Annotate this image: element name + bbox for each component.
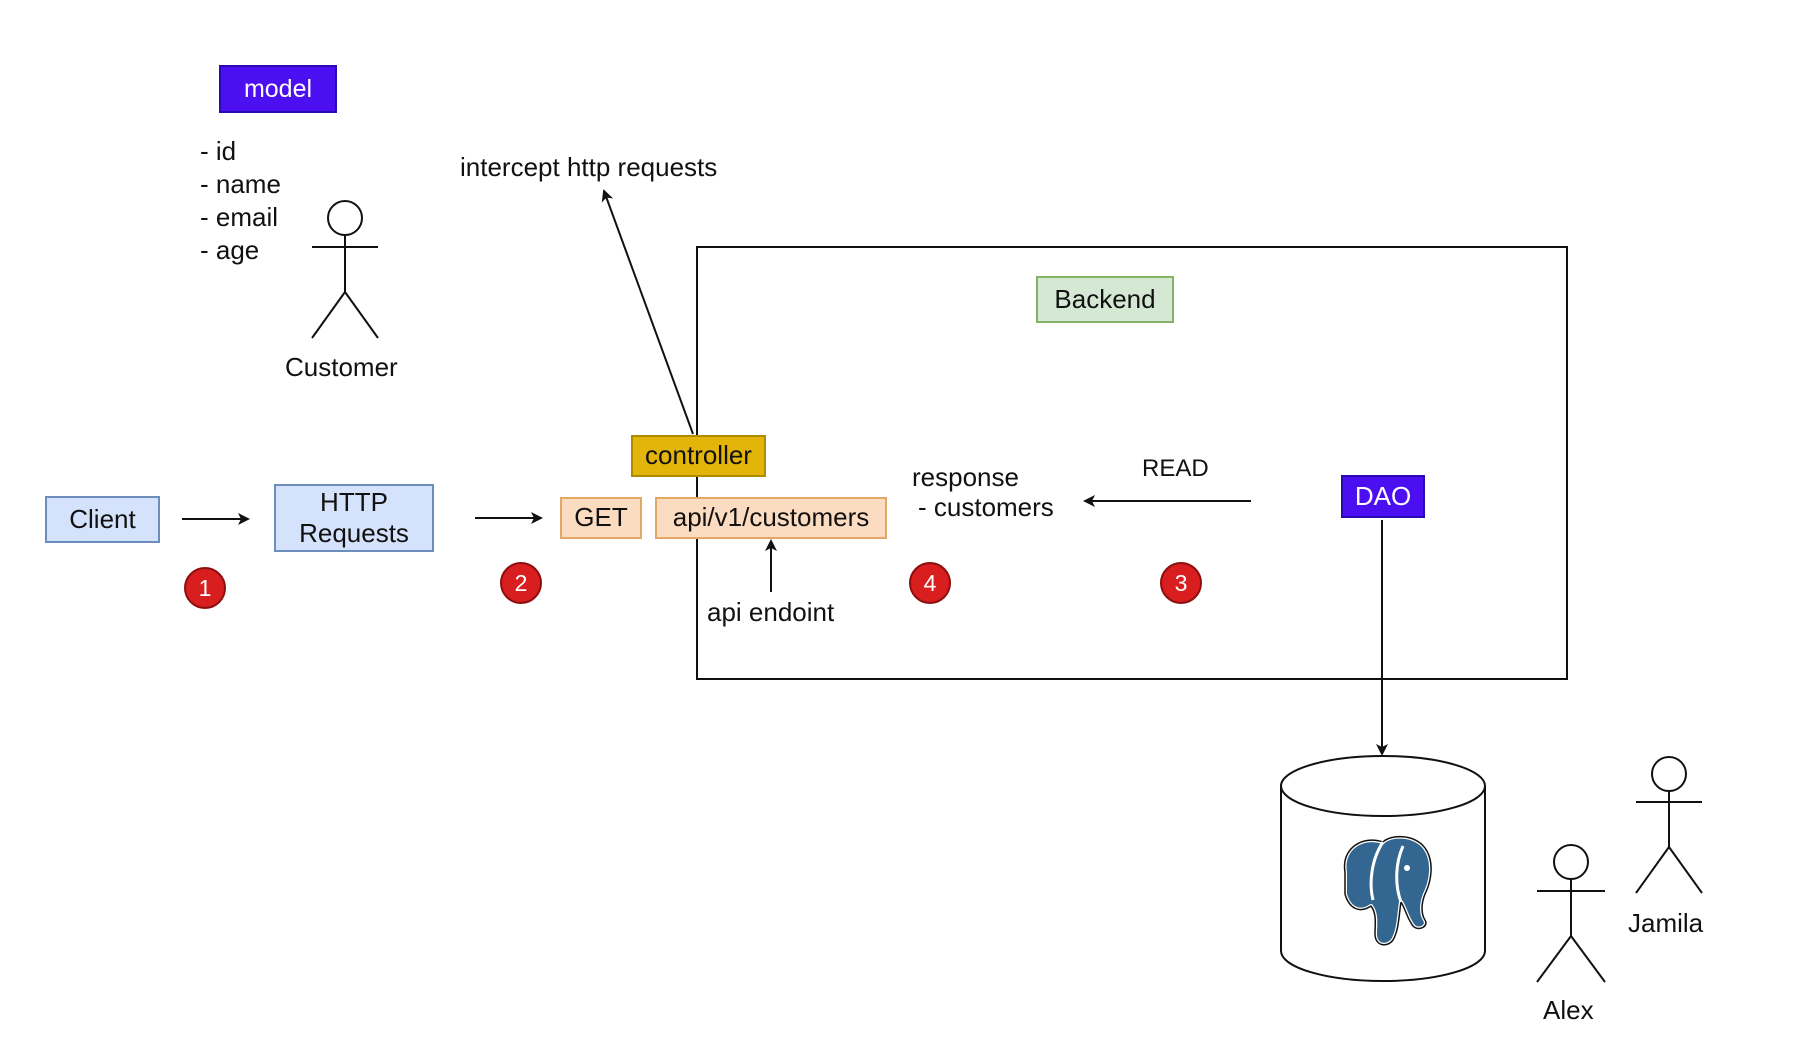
response-annotation-line1: response [912, 462, 1019, 492]
customer-actor-label: Customer [285, 352, 398, 382]
get-method-label: GET [574, 502, 628, 533]
http-requests-label-line2: Requests [299, 518, 409, 548]
backend-label-text: Backend [1054, 283, 1156, 314]
step-badge-1: 1 [184, 567, 226, 609]
model-label: model [219, 65, 337, 113]
controller-label: controller [645, 440, 752, 471]
dao-label: DAO [1354, 480, 1412, 511]
alex-actor-label: Alex [1543, 995, 1594, 1025]
alex-actor-figure [1536, 844, 1606, 983]
attribute-age: - age [200, 235, 260, 265]
endpoint-label: api/v1/customers [672, 502, 870, 533]
jamila-actor-label: Jamila [1628, 908, 1704, 938]
postgresql-elephant-icon [1342, 834, 1433, 947]
client-label: Client [69, 503, 136, 534]
step-badge-2: 2 [500, 562, 542, 604]
http-requests-node: HTTP Requests [274, 484, 434, 552]
arrow-controller-to-intercept [601, 189, 694, 435]
jamila-actor-figure [1635, 756, 1703, 894]
step-badge-4: 4 [909, 562, 951, 604]
response-annotation-line2: - customers [918, 492, 1054, 522]
backend-label: Backend [1036, 276, 1174, 323]
attribute-id: - id [200, 136, 237, 166]
endpoint-node: api/v1/customers [655, 497, 887, 539]
model-attributes: - id - name - email - age [200, 135, 281, 267]
controller-node: controller [631, 435, 766, 477]
get-method-node: GET [560, 497, 642, 539]
client-node: Client [45, 496, 160, 543]
http-requests-label-line1: HTTP [320, 486, 388, 517]
dao-node: DAO [1341, 475, 1425, 518]
attribute-email: - email [200, 202, 279, 232]
api-endpoint-annotation: api endoint [707, 597, 835, 627]
customer-actor-figure [311, 200, 379, 339]
step-badge-3: 3 [1160, 562, 1202, 604]
read-annotation: READ [1142, 455, 1209, 482]
attribute-name: - name [200, 169, 281, 199]
intercept-annotation: intercept http requests [460, 152, 718, 182]
